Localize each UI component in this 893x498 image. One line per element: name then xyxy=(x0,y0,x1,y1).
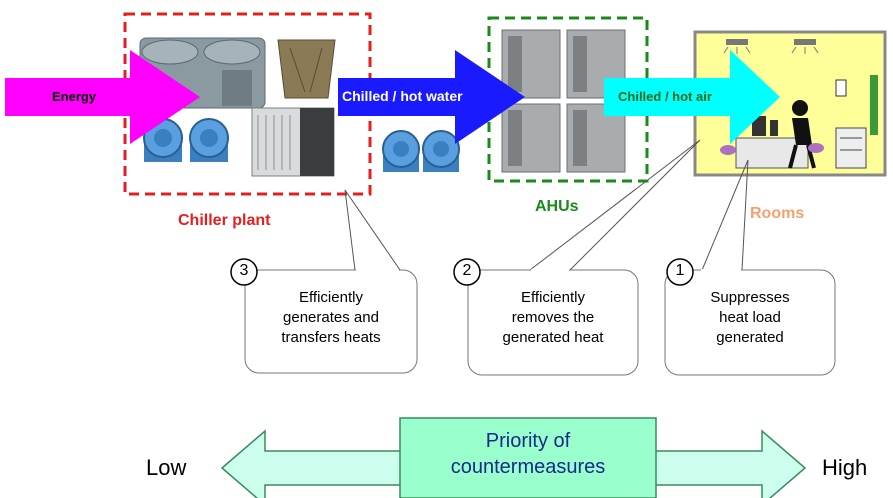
callout-3-pointer xyxy=(344,189,401,271)
energy-label: Energy xyxy=(52,89,97,104)
chiller-equipment xyxy=(139,37,336,177)
callout-1-pointer xyxy=(699,159,749,276)
water-pumps xyxy=(382,130,460,172)
water-arrow xyxy=(338,50,525,144)
callout-3-number: 3 xyxy=(239,262,249,279)
priority-label: Priority of countermeasures xyxy=(450,430,606,478)
callout-2-circle xyxy=(453,258,481,286)
callout-1-number: 1 xyxy=(675,262,685,279)
chiller-pumps xyxy=(143,118,229,162)
air-arrow xyxy=(604,50,780,144)
callout-2-pointer xyxy=(529,139,701,271)
scale-high-label: High xyxy=(822,455,868,480)
callout-2-number: 2 xyxy=(462,262,472,279)
callout-1-box xyxy=(664,269,836,376)
priority-box xyxy=(399,417,657,498)
callout-1-text: Suppresses heat load generated xyxy=(710,289,790,346)
callout-3-text: Efficiently generates and transfers heat… xyxy=(281,289,381,346)
scale-low-label: Low xyxy=(146,455,187,480)
chiller-plant-label: Chiller plant xyxy=(178,212,271,229)
ahus-label: AHUs xyxy=(535,198,579,215)
callout-1-circle xyxy=(666,258,694,286)
rooms-label: Rooms xyxy=(750,205,805,222)
air-label: Chilled / hot air xyxy=(618,89,712,104)
callout-2-text: Efficiently removes the generated heat xyxy=(502,289,604,346)
callout-3-circle xyxy=(230,258,258,286)
energy-arrow xyxy=(5,50,200,144)
water-label: Chilled / hot water xyxy=(342,88,463,104)
callout-3-box xyxy=(244,269,418,374)
